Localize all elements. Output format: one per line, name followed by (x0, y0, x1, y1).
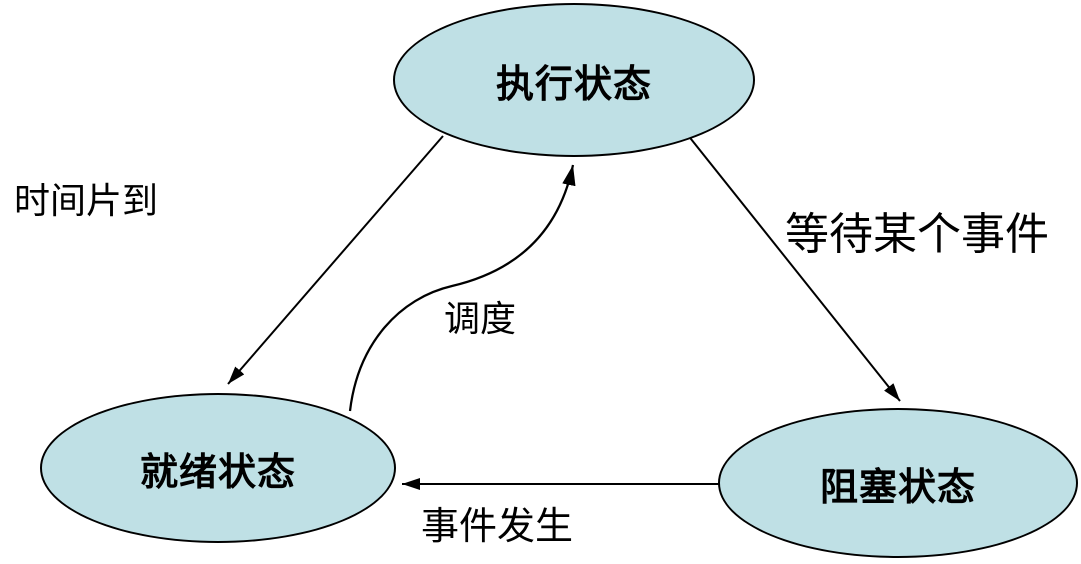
edge-label-dispatch: 调度 (444, 299, 517, 339)
node-blocked-state: 阻塞状态 (718, 408, 1078, 558)
node-ready-state-label: 就绪状态 (139, 451, 296, 494)
edge-label-time-slice: 时间片到 (14, 181, 159, 221)
node-ready-state: 就绪状态 (40, 393, 396, 543)
arrow-time-slice (227, 135, 444, 385)
node-running-state-label: 执行状态 (495, 63, 652, 106)
arrow-wait-event (686, 133, 901, 402)
node-blocked-state-label: 阻塞状态 (819, 466, 976, 509)
edge-label-wait-event: 等待某个事件 (785, 210, 1049, 259)
node-running-state: 执行状态 (393, 3, 755, 157)
arrow-dispatch (348, 164, 576, 412)
edge-label-event-occurs: 事件发生 (421, 506, 574, 548)
